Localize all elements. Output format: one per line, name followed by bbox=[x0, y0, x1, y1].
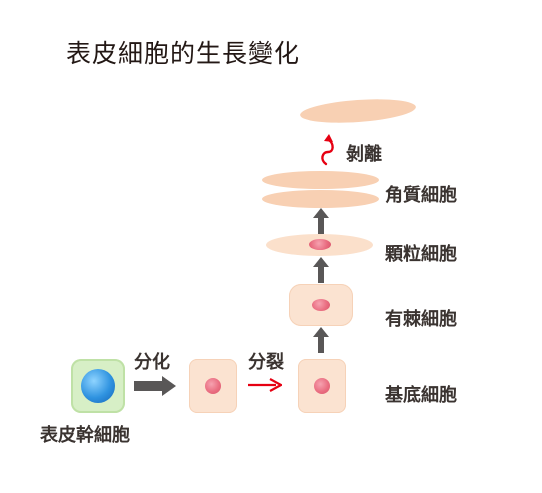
diagram-title: 表皮細胞的生長變化 bbox=[66, 39, 301, 68]
label-differentiation: 分化 bbox=[134, 352, 170, 373]
label-basal: 基底細胞 bbox=[385, 385, 457, 406]
granular-nucleus bbox=[309, 239, 331, 250]
shedding-cell bbox=[299, 95, 417, 127]
label-division: 分裂 bbox=[248, 352, 284, 373]
up-arrow-icon bbox=[313, 257, 329, 283]
stem-cell bbox=[71, 359, 125, 413]
shedding-arrow-icon bbox=[318, 132, 340, 166]
basal-nucleus bbox=[314, 378, 330, 394]
label-stem-cell: 表皮幹細胞 bbox=[40, 425, 130, 446]
up-arrow-icon bbox=[313, 208, 329, 234]
cornified-cell-1 bbox=[262, 171, 379, 189]
label-granular: 顆粒細胞 bbox=[385, 244, 457, 265]
basal-cell bbox=[298, 359, 346, 413]
spinous-cell bbox=[289, 284, 353, 326]
differentiation-arrow-icon bbox=[134, 376, 176, 396]
division-arrow-icon bbox=[248, 378, 282, 392]
label-cornified: 角質細胞 bbox=[385, 185, 457, 206]
label-shedding: 剝離 bbox=[346, 144, 382, 165]
cornified-cell-2 bbox=[262, 190, 379, 208]
label-spinous: 有棘細胞 bbox=[385, 309, 457, 330]
stem-cell-nucleus bbox=[81, 369, 115, 403]
daughter-nucleus bbox=[205, 378, 221, 394]
up-arrow-icon bbox=[313, 327, 329, 353]
basal-cell-daughter bbox=[189, 359, 237, 413]
spinous-nucleus bbox=[312, 299, 330, 311]
